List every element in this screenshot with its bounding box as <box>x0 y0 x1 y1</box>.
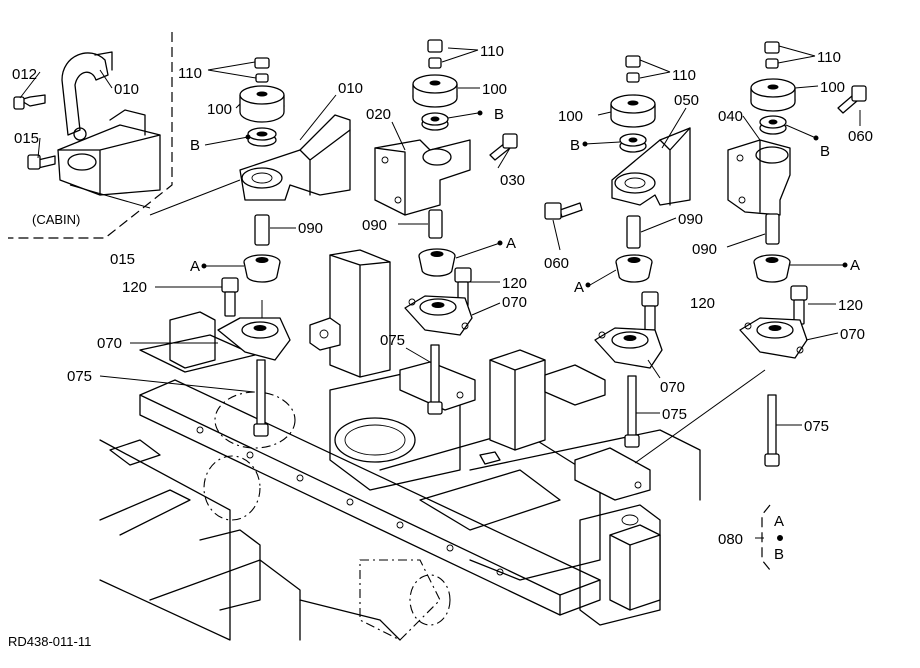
label-110-a4: 110 <box>817 49 841 66</box>
label-075-a1: 075 <box>67 368 92 385</box>
label-070-a3: 070 <box>660 379 685 396</box>
label-110-a1: 110 <box>178 65 202 82</box>
label-075-a2: 075 <box>380 332 405 349</box>
mount-assembly-2 <box>374 39 518 415</box>
label-080-b: B <box>774 546 784 563</box>
label-075-a3: 075 <box>662 406 687 423</box>
label-a-a4: A <box>850 257 860 274</box>
label-120-a3: 120 <box>690 295 715 312</box>
label-a-a3: A <box>574 279 584 296</box>
leader-lines <box>19 45 861 539</box>
label-b-a4: B <box>820 143 830 160</box>
label-120-a1: 120 <box>122 279 147 296</box>
label-090-a3: 090 <box>678 211 703 228</box>
label-015: 015 <box>110 251 135 268</box>
label-060-a4: 060 <box>848 128 873 145</box>
label-090-a2: 090 <box>362 217 387 234</box>
label-075-a4: 075 <box>804 418 829 435</box>
label-100-a2: 100 <box>482 81 507 98</box>
label-012: 012 <box>12 66 37 83</box>
label-110-a2: 110 <box>480 43 504 60</box>
label-a-a2: A <box>506 235 516 252</box>
label-b-a2: B <box>494 106 504 123</box>
label-060-a3: 060 <box>544 255 569 272</box>
label-cabin: (CABIN) <box>32 212 80 227</box>
label-090-a1: 090 <box>298 220 323 237</box>
label-030: 030 <box>500 172 525 189</box>
label-100-a1: 100 <box>207 101 232 118</box>
label-080-a: A <box>774 513 784 530</box>
label-110-a3: 110 <box>672 67 696 84</box>
label-b-a1: B <box>190 137 200 154</box>
label-090-a4: 090 <box>692 241 717 258</box>
label-040: 040 <box>718 108 743 125</box>
mount-assembly-4 <box>727 41 867 467</box>
label-010: 010 <box>338 80 363 97</box>
reference-dots <box>201 110 848 288</box>
label-080: 080 <box>718 531 743 548</box>
label-015-inset: 015 <box>14 130 39 147</box>
mount-assembly-3 <box>544 55 691 448</box>
drawing-id: RD438-011-11 <box>8 634 91 649</box>
label-020: 020 <box>366 106 391 123</box>
label-070-a2: 070 <box>502 294 527 311</box>
label-120-a4: 120 <box>838 297 863 314</box>
label-070-a1: 070 <box>97 335 122 352</box>
label-b-a3: B <box>570 137 580 154</box>
mount-assembly-1 <box>217 57 351 437</box>
callout-labels: 012 010 015 (CABIN) 015 110 100 B 010 09… <box>8 43 873 649</box>
label-010-inset: 010 <box>114 81 139 98</box>
cabin-inset <box>8 32 173 239</box>
label-100-a4: 100 <box>820 79 845 96</box>
label-070-a4: 070 <box>840 326 865 343</box>
chassis-frame <box>99 249 701 641</box>
label-a-a1: A <box>190 258 200 275</box>
label-120-a2: 120 <box>502 275 527 292</box>
label-050: 050 <box>674 92 699 109</box>
label-100-a3: 100 <box>558 108 583 125</box>
